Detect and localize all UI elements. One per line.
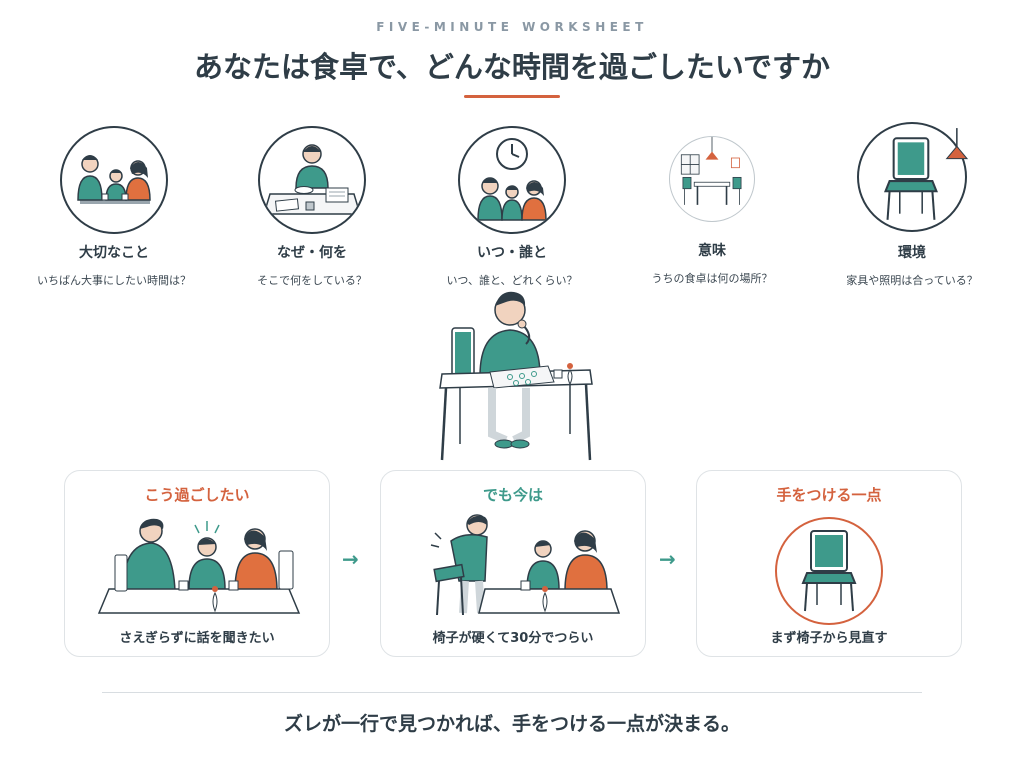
topic-when-who: いつ・誰と いつ、誰と、どれくらい？ xyxy=(412,126,612,288)
dining-room-icon xyxy=(669,136,755,222)
chair-highlight-icon xyxy=(711,511,947,625)
person-working-at-table-icon xyxy=(258,126,366,234)
topic-label: 環境 xyxy=(898,245,926,261)
footer-message: ズレが一行で見つかれば、手をつける一点が決まる。 xyxy=(283,713,740,735)
card-want: こう過ごしたい さえぎらずに話を聞きたい xyxy=(64,470,330,657)
uncomfortable-chair-scene-icon xyxy=(395,511,631,625)
card-caption: まず椅子から見直す xyxy=(770,631,888,646)
card-heading: 手をつける一点 xyxy=(776,486,882,504)
topic-question: うちの食卓は何の場所？ xyxy=(651,272,773,285)
topic-label: 意味 xyxy=(698,243,726,259)
card-focus-point: 手をつける一点 まず椅子から見直す xyxy=(696,470,962,657)
arrow-right-icon: → xyxy=(342,547,359,571)
topic-environment: 環境 家具や照明は合っている？ xyxy=(812,122,1012,288)
family-conversation-icon xyxy=(60,126,168,234)
title-underline xyxy=(464,95,560,98)
topic-question: そこで何をしている？ xyxy=(257,274,367,287)
card-heading: こう過ごしたい xyxy=(144,486,250,504)
topic-why-what: なぜ・何を そこで何をしている？ xyxy=(212,126,412,288)
card-caption: さえぎらずに話を聞きたい xyxy=(119,631,275,646)
topic-label: なぜ・何を xyxy=(277,245,347,261)
clock-and-family-icon xyxy=(458,126,566,234)
footer-divider xyxy=(102,692,922,693)
arrow-right-icon: → xyxy=(659,547,676,571)
card-heading: でも今は xyxy=(482,486,543,504)
person-thinking-with-worksheet-icon xyxy=(430,284,600,462)
topic-question: いつ、誰と、どれくらい？ xyxy=(446,274,578,287)
card-caption: 椅子が硬くて30分でつらい xyxy=(432,631,594,646)
topic-label: 大切なこと xyxy=(79,245,149,261)
topic-question: 家具や照明は合っている？ xyxy=(846,274,978,287)
family-listening-icon xyxy=(79,511,315,625)
topic-important: 大切なこと いちばん大事にしたい時間は？ xyxy=(14,126,214,288)
chair-and-lamp-icon xyxy=(857,122,969,232)
topic-meaning: 意味 うちの食卓は何の場所？ xyxy=(612,126,812,286)
topic-question: いちばん大事にしたい時間は？ xyxy=(37,274,191,287)
topic-label: いつ・誰と xyxy=(477,245,547,261)
worksheet-kicker: FIVE-MINUTE WORKSHEET xyxy=(376,20,648,34)
card-reality: でも今は 椅子が硬くて30分でつらい xyxy=(380,470,646,657)
page-title: あなたは食卓で、どんな時間を過ごしたいですか xyxy=(194,50,830,84)
